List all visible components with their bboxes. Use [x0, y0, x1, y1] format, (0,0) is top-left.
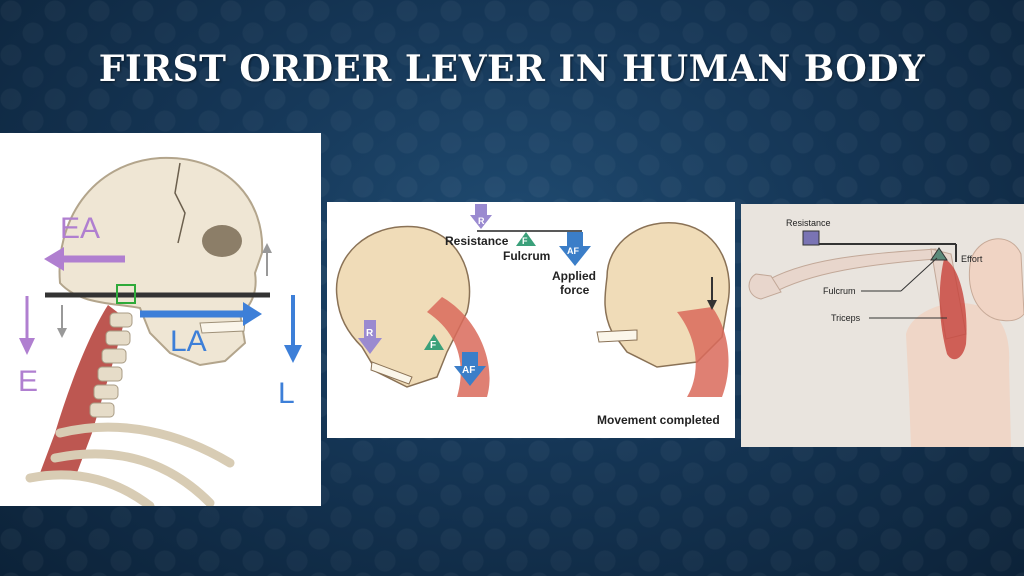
right-teeth: [596, 329, 638, 343]
torso: [906, 303, 1011, 447]
left-r-arrowhead: [358, 338, 382, 354]
resistance-weight: [802, 230, 820, 246]
force-label: force: [560, 283, 590, 297]
cervical-spine: [89, 312, 133, 418]
left-r-arrow-shaft: [364, 320, 376, 338]
legend-af-label: AF: [567, 246, 579, 256]
textbook-lever-diagram: R F AF R Resistance F Fulcrum AF Applied…: [335, 204, 730, 427]
load-arrowhead: [284, 345, 302, 363]
legend-af-arrowhead: [559, 246, 591, 266]
minor-down-arrowhead: [57, 328, 67, 338]
minor-up-arrowhead: [262, 243, 272, 253]
legend-af-arrow-shaft: [567, 232, 583, 246]
fulcrum-marker: [116, 284, 136, 304]
l-label: L: [278, 377, 295, 410]
fulcrum-leader-diagonal: [900, 257, 938, 292]
resistance-label: Resistance: [786, 218, 831, 228]
left-af-label: AF: [462, 365, 475, 376]
textbook-lever-image: R F AF R Resistance F Fulcrum AF Applied…: [327, 202, 735, 438]
legend-r-label: R: [478, 216, 485, 226]
resistance-label: Resistance: [445, 234, 509, 248]
triceps-muscle: [939, 259, 967, 360]
load-arm-arrowhead: [243, 302, 262, 326]
eye-socket: [202, 225, 242, 257]
left-f-label: F: [430, 340, 436, 351]
triceps-lever-diagram: Resistance Effort Fulcrum Triceps: [748, 218, 1024, 447]
fulcrum-label: Fulcrum: [503, 249, 550, 263]
head: [968, 238, 1024, 322]
e-label: E: [18, 365, 38, 398]
right-down-arrowhead: [707, 300, 717, 310]
ea-label: EA: [60, 212, 100, 245]
ribcage: [25, 422, 235, 506]
left-r-label: R: [366, 328, 374, 339]
slide-title: FIRST ORDER LEVER IN HUMAN BODY: [98, 48, 926, 90]
fulcrum-triangle: [930, 247, 948, 261]
skull-suture: [174, 162, 186, 244]
left-teeth: [370, 361, 413, 385]
movement-completed-label: Movement completed: [597, 413, 720, 427]
effort-arm-arrowhead: [44, 247, 64, 271]
head-lever-image: EA LA E L: [0, 133, 321, 506]
triceps-lever-image: Resistance Effort Fulcrum Triceps: [741, 204, 1024, 447]
legend-fulcrum-triangle: [516, 232, 536, 246]
effort-arrowhead: [19, 338, 35, 355]
left-fulcrum-triangle: [424, 334, 444, 350]
left-af-arrow-shaft: [462, 352, 478, 366]
head-lever-diagram: EA LA E L: [18, 156, 302, 506]
fulcrum-label: Fulcrum: [823, 286, 856, 296]
applied-label: Applied: [552, 269, 596, 283]
la-label: LA: [170, 325, 207, 358]
right-neck-muscle: [677, 307, 729, 397]
teeth: [199, 320, 246, 334]
effort-label: Effort: [961, 254, 983, 264]
left-af-arrowhead: [454, 366, 486, 386]
legend-f-label: F: [522, 236, 528, 246]
legend-r-arrowhead: [470, 215, 492, 229]
triceps-label: Triceps: [831, 313, 861, 323]
legend-r-arrow-shaft: [475, 204, 487, 216]
hand: [748, 273, 782, 300]
